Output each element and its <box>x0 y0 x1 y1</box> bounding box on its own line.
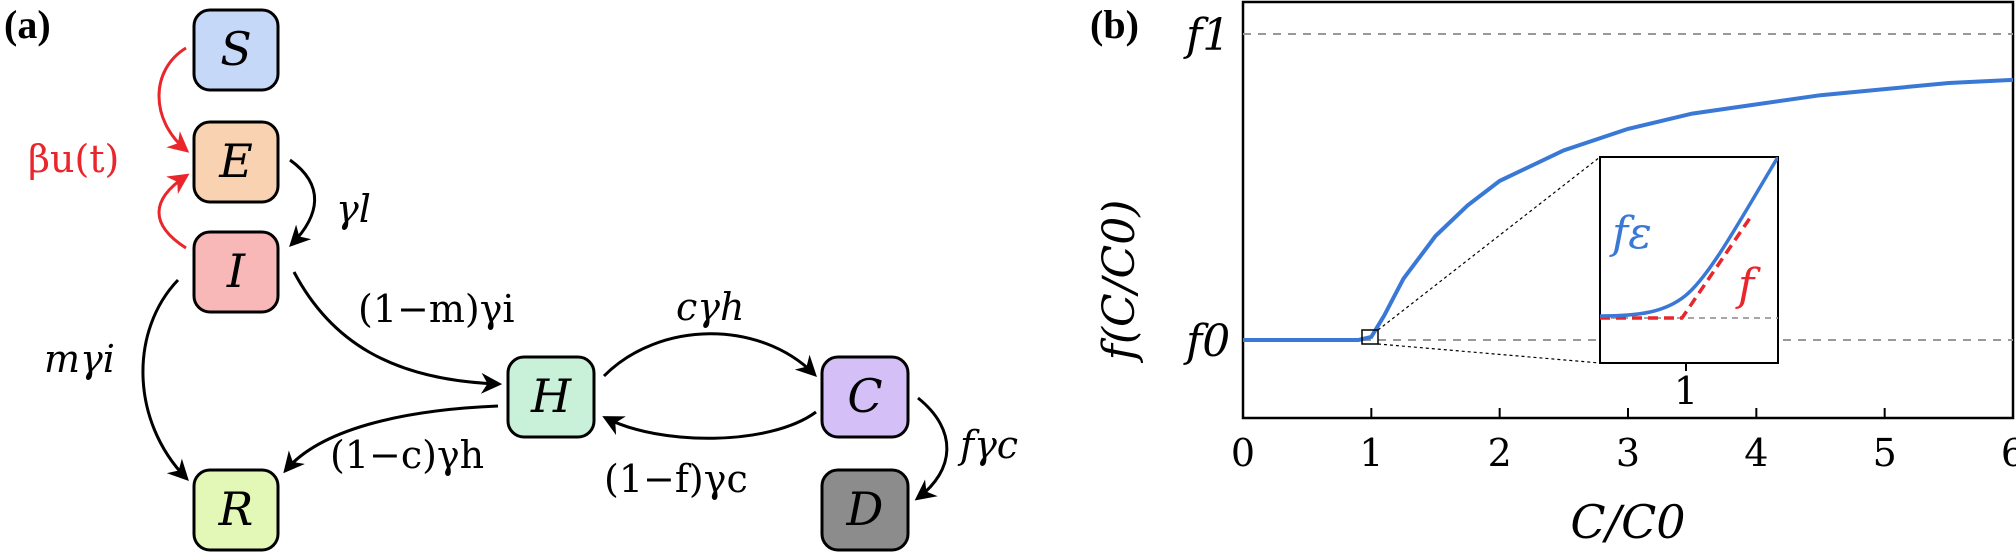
edge-label-f-gamma-c: fγc <box>957 423 1018 467</box>
x-ticks: 0 1 2 3 4 5 6 <box>1231 408 2016 475</box>
node-d: D <box>820 468 910 552</box>
node-h: H <box>506 355 596 439</box>
node-c: C <box>820 355 910 439</box>
zoom-region-box <box>1361 329 1379 345</box>
xtick-label: 0 <box>1231 431 1255 475</box>
inset-xtick-label: 1 <box>1674 369 1698 413</box>
edge-label-m-gamma-i: mγi <box>44 337 115 381</box>
inset: fε f 1 <box>1599 156 1779 413</box>
edge-label-one-minus-m-gamma-i: (1−m)γi <box>358 287 515 331</box>
ytick-f0: f0 <box>1183 316 1230 367</box>
edge-label-one-minus-f-gamma-c: (1−f)γc <box>604 457 748 501</box>
edge-s-to-e <box>157 46 190 153</box>
edge-h-to-c <box>602 332 817 378</box>
edge-label-gamma-l: γl <box>336 187 371 231</box>
node-i-box <box>192 230 280 314</box>
y-axis-label: f(C/C0) <box>1094 200 1145 364</box>
edge-label-c-gamma-h: cγh <box>676 285 744 329</box>
panel-a: (a) S E I H C D R <box>4 2 1018 552</box>
ytick-f1: f1 <box>1183 10 1230 61</box>
inset-frame <box>1599 156 1779 364</box>
node-d-box <box>820 468 910 552</box>
zoom-connector-top <box>1377 156 1601 331</box>
edge-c-to-h <box>602 410 817 440</box>
panel-b-label: (b) <box>1090 2 1139 47</box>
inset-series-f-epsilon-line <box>1600 157 1778 318</box>
edge-e-to-i <box>289 158 317 248</box>
series-f-epsilon-line <box>1243 77 2013 342</box>
xtick-label: 6 <box>2001 431 2016 475</box>
edge-label-one-minus-c-gamma-h: (1−c)γh <box>330 433 484 477</box>
edge-h-to-r <box>283 404 499 474</box>
inset-series-f-line <box>1600 217 1752 320</box>
edge-i-to-r <box>141 278 189 482</box>
node-r-label: R <box>218 482 254 536</box>
node-e-label: E <box>218 134 253 188</box>
xtick-label: 2 <box>1488 431 1512 475</box>
node-e: E <box>192 120 280 204</box>
node-r-box <box>192 468 280 552</box>
edge-label-beta-u: βu(t) <box>28 137 119 181</box>
edge-i-to-e <box>157 173 190 250</box>
xtick-label: 4 <box>1744 431 1768 475</box>
edge-c-to-d <box>914 396 949 501</box>
node-s-box <box>192 8 280 92</box>
node-d-label: D <box>846 482 884 536</box>
node-e-box <box>192 120 280 204</box>
node-s: S <box>192 8 280 92</box>
inset-label-f-epsilon: fε <box>1609 208 1652 259</box>
node-h-box <box>506 355 596 439</box>
xtick-label: 3 <box>1616 431 1640 475</box>
node-i: I <box>192 230 280 314</box>
x-axis-label: C/C0 <box>1570 495 1685 549</box>
panel-a-label: (a) <box>4 2 51 47</box>
xtick-label: 1 <box>1359 431 1383 475</box>
xtick-label: 5 <box>1873 431 1897 475</box>
zoom-connector-bottom <box>1377 343 1601 364</box>
node-s-label: S <box>220 22 252 76</box>
node-i-label: I <box>226 244 246 298</box>
node-h-label: H <box>530 369 572 423</box>
node-c-label: C <box>847 369 882 423</box>
node-r: R <box>192 468 280 552</box>
node-c-box <box>820 355 910 439</box>
edge-i-to-h <box>292 271 503 394</box>
